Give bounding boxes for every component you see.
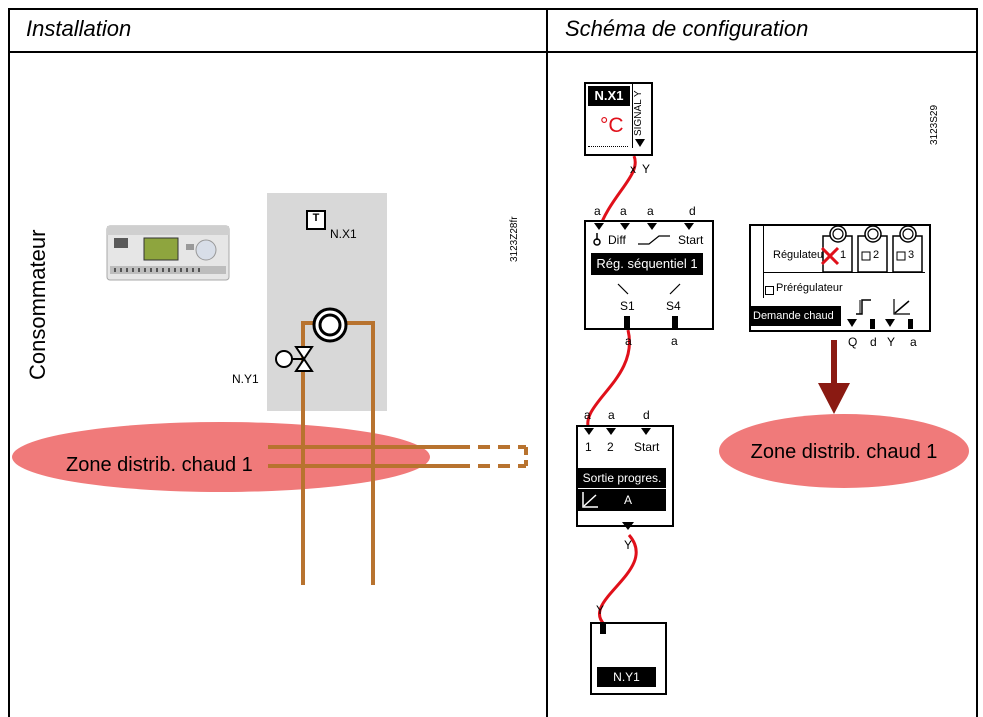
seq-title: Rég. séquentiel 1: [591, 253, 703, 275]
zone-label-installation: Zone distrib. chaud 1: [66, 454, 253, 476]
nx1-output-marker: [635, 139, 645, 147]
table-header-divider: [8, 51, 978, 53]
demand-regulator-boxes: [822, 225, 923, 273]
controller-device-image: [106, 225, 230, 281]
prog-mode-label: A: [624, 493, 633, 507]
prog-input-label-2: a: [608, 408, 615, 422]
preregulator-checkbox: [765, 286, 774, 295]
ny1-input-label: Y: [596, 603, 605, 617]
seq-output-stub-s4: [672, 316, 678, 328]
seq-input-label-1: a: [594, 204, 601, 218]
pump-icon: [312, 307, 348, 343]
seq-stage-marks: [617, 283, 681, 295]
prog-input-markers: [584, 428, 651, 435]
demand-box1-label: 1: [840, 249, 847, 261]
step-icon: [856, 299, 871, 315]
temperature-sensor-icon: [306, 210, 326, 230]
ramp-icon-demand: [893, 299, 910, 315]
table-column-divider: [546, 8, 548, 717]
table-border-left: [8, 8, 10, 717]
zone-ellipse-config: [719, 414, 969, 488]
demand-output-y: Y: [887, 335, 896, 349]
prog-in1-label: 1: [585, 440, 592, 454]
wiring-overlay: [586, 155, 850, 626]
sensor-label: N.X1: [330, 227, 357, 241]
demand-output-a: a: [910, 335, 917, 349]
prog-title: Sortie progres.: [578, 468, 666, 488]
zone-label-config: Zone distrib. chaud 1: [750, 441, 938, 463]
ny1-input-stub: [600, 622, 606, 634]
thermometer-icon: [593, 233, 601, 246]
demand-regulator-label: Régulateur: [773, 249, 827, 261]
demand-box2-label: 2: [873, 249, 880, 261]
prog-input-label-3: d: [643, 408, 650, 422]
header-installation: Installation: [26, 16, 132, 41]
ny1-title: N.Y1: [597, 667, 656, 687]
preregulator-label: Prérégulateur: [776, 282, 843, 294]
zone-ellipse-installation: [12, 422, 430, 492]
nx1-signal-label: SIGNAL Y: [633, 90, 644, 136]
prog-start-label: Start: [634, 440, 660, 454]
seq-s4-label: S4: [666, 299, 681, 313]
ramp-icon: [582, 492, 598, 508]
prog-mode-bar: [578, 489, 666, 511]
seq-s1-label: S1: [620, 299, 635, 313]
table-border-top: [8, 8, 978, 10]
nx1-unit: °C: [600, 114, 624, 137]
seq-input-markers: [594, 223, 694, 230]
seq-input-label-4: d: [689, 204, 696, 218]
prog-output-label: Y: [624, 538, 633, 552]
nx1-terminal-x: x: [630, 162, 636, 176]
demand-output-d: d: [870, 335, 877, 349]
demand-box3-label: 3: [908, 249, 915, 261]
pipework: [268, 321, 528, 585]
valve-icon: [275, 346, 314, 372]
table-border-right: [976, 8, 978, 717]
seq-output-label-1: a: [625, 334, 632, 348]
demand-output-markers: [847, 319, 913, 329]
prog-output-marker: [622, 522, 634, 530]
nx1-terminal-y: Y: [642, 162, 651, 176]
seq-output-label-2: a: [671, 334, 678, 348]
header-configuration: Schéma de configuration: [565, 16, 809, 41]
demand-inner-vline: [763, 226, 764, 298]
nx1-dotted-line: [588, 146, 628, 147]
prog-input-label-1: a: [584, 408, 591, 422]
seq-curve-icon: [638, 235, 670, 245]
nx1-title: N.X1: [588, 86, 630, 106]
figure-code-installation: 3123Z28fr: [509, 216, 520, 262]
temperature-sensor-symbol: T: [312, 212, 320, 224]
seq-output-stub-s1: [624, 316, 630, 328]
seq-controller-block: [584, 220, 714, 330]
seq-start-label: Start: [678, 233, 704, 247]
seq-diff-label: Diff: [608, 233, 626, 247]
prog-in2-label: 2: [607, 440, 614, 454]
seq-input-label-3: a: [647, 204, 654, 218]
nx1-signal-divider: [632, 84, 633, 148]
valve-label: N.Y1: [232, 372, 259, 386]
demand-output-q: Q: [848, 335, 858, 349]
disabled-cross-icon: [820, 246, 840, 266]
demand-title: Demande chaud: [751, 306, 841, 326]
seq-input-label-2: a: [620, 204, 627, 218]
consumer-panel: [267, 193, 387, 411]
